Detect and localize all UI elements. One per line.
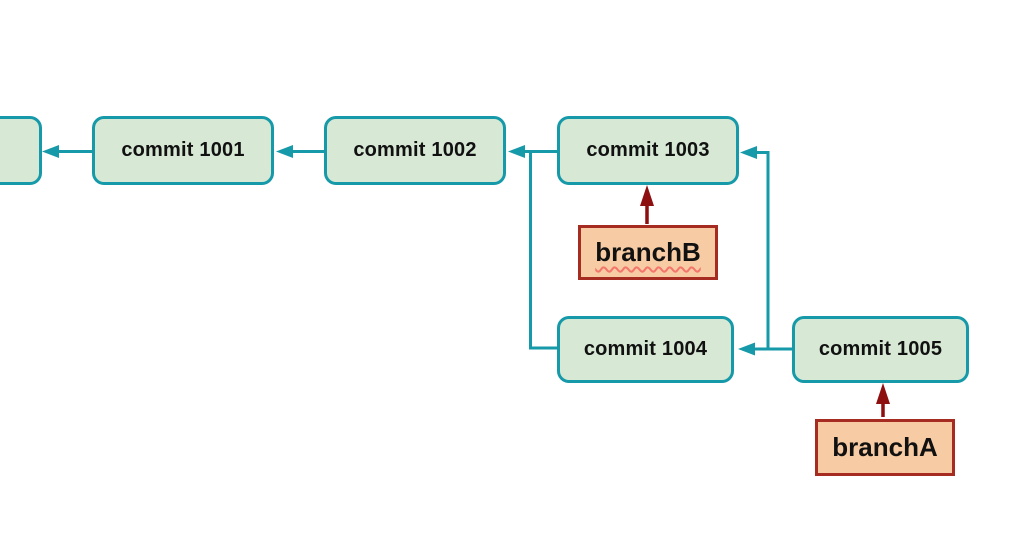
edge-commit1005-to-commit1003 xyxy=(757,151,770,349)
arrowhead-left-icon xyxy=(508,145,525,158)
branch-label: branchA xyxy=(832,432,938,462)
arrowhead-left-icon xyxy=(42,145,59,158)
commit-node-1003[interactable]: commit 1003 xyxy=(557,116,739,185)
commit-label: commit 1003 xyxy=(586,139,710,161)
arrowhead-left-icon xyxy=(738,342,755,356)
arrowhead-up-icon xyxy=(640,185,654,206)
commit-node-1002[interactable]: commit 1002 xyxy=(324,116,506,185)
arrowhead-left-icon xyxy=(740,146,757,159)
commit-label: commit 1002 xyxy=(353,139,477,161)
commit-label: commit 1004 xyxy=(583,338,708,360)
commit-node-clipped[interactable] xyxy=(0,116,42,185)
arrowhead-left-icon xyxy=(276,145,293,158)
commit-node-1004[interactable]: commit 1004 xyxy=(557,316,734,383)
commit-node-1001[interactable]: commit 1001 xyxy=(92,116,274,185)
edge-commit1004-to-commit1002 xyxy=(529,151,557,350)
branch-node-branchA[interactable]: branchA xyxy=(815,419,955,476)
commit-label: commit 1005 xyxy=(818,338,943,360)
arrowhead-up-icon xyxy=(876,383,890,404)
commit-label: commit 1001 xyxy=(121,139,245,161)
branch-label: branchB xyxy=(595,237,701,267)
commit-node-1005[interactable]: commit 1005 xyxy=(792,316,969,383)
branch-node-branchB[interactable]: branchB xyxy=(578,225,718,280)
